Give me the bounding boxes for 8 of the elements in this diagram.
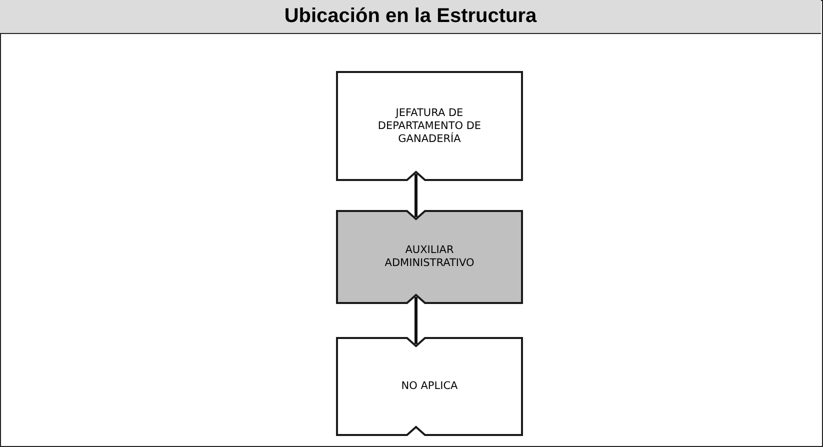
position-title: NO APLICA <box>400 380 459 393</box>
title-banner: Ubicación en la Estructura <box>0 0 821 34</box>
position-title: JEFATURA DE DEPARTAMENTO DE GANADERÍA <box>376 106 482 146</box>
connector-line <box>414 174 418 217</box>
position-title: AUXILIAR ADMINISTRATIVO <box>384 244 476 270</box>
position-box <box>337 338 522 435</box>
position-box <box>337 72 522 180</box>
highlighted-position-box <box>337 211 522 303</box>
